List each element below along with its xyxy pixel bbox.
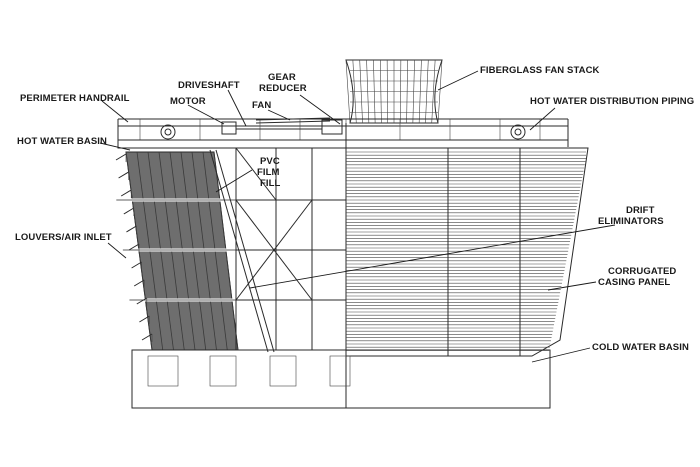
label-perimeter-handrail: PERIMETER HANDRAIL — [20, 93, 130, 104]
label-gear-reducer-line2: REDUCER — [259, 83, 307, 94]
label-fan: FAN — [252, 100, 271, 111]
label-cold-water-basin: COLD WATER BASIN — [592, 342, 689, 353]
drift-eliminators — [209, 149, 275, 353]
label-pvc-film-fill-line3: FILL — [260, 178, 281, 189]
label-fiberglass-fan-stack: FIBERGLASS FAN STACK — [480, 65, 600, 76]
label-hot-water-distribution-piping: HOT WATER DISTRIBUTION PIPING — [530, 96, 694, 107]
corrugated-casing-panel — [345, 147, 589, 357]
label-drift-eliminators-line1: DRIFT — [626, 205, 655, 216]
labels: PERIMETER HANDRAIL MOTOR DRIVESHAFT GEAR… — [15, 65, 694, 353]
perimeter-handrail — [117, 118, 569, 147]
label-corrugated-casing-panel-line2: CASING PANEL — [598, 277, 670, 288]
leader-lines — [99, 70, 616, 363]
label-drift-eliminators-line2: ELIMINATORS — [598, 216, 664, 227]
pvc-film-fill-panel — [116, 151, 254, 351]
label-driveshaft: DRIVESHAFT — [178, 80, 240, 91]
label-louvers-air-inlet: LOUVERS/AIR INLET — [15, 232, 112, 243]
label-gear-reducer-line1: GEAR — [268, 72, 296, 83]
label-corrugated-casing-panel-line1: CORRUGATED — [608, 266, 676, 277]
louvers-air-inlet — [115, 153, 153, 342]
fiberglass-fan-stack — [345, 59, 443, 124]
gear-reducer-body — [321, 119, 343, 135]
structural-frame — [235, 123, 347, 408]
hot-water-basin — [117, 139, 347, 149]
hot-water-distribution-piping — [118, 124, 568, 141]
label-motor: MOTOR — [170, 96, 206, 107]
fan-blade — [255, 117, 331, 121]
label-pvc-film-fill-line2: FILM — [257, 167, 280, 178]
cold-water-basin — [131, 349, 551, 409]
motor-body — [221, 121, 237, 135]
label-pvc-film-fill-line1: PVC — [260, 156, 280, 167]
label-hot-water-basin: HOT WATER BASIN — [17, 136, 107, 147]
drive-assembly — [221, 117, 343, 135]
